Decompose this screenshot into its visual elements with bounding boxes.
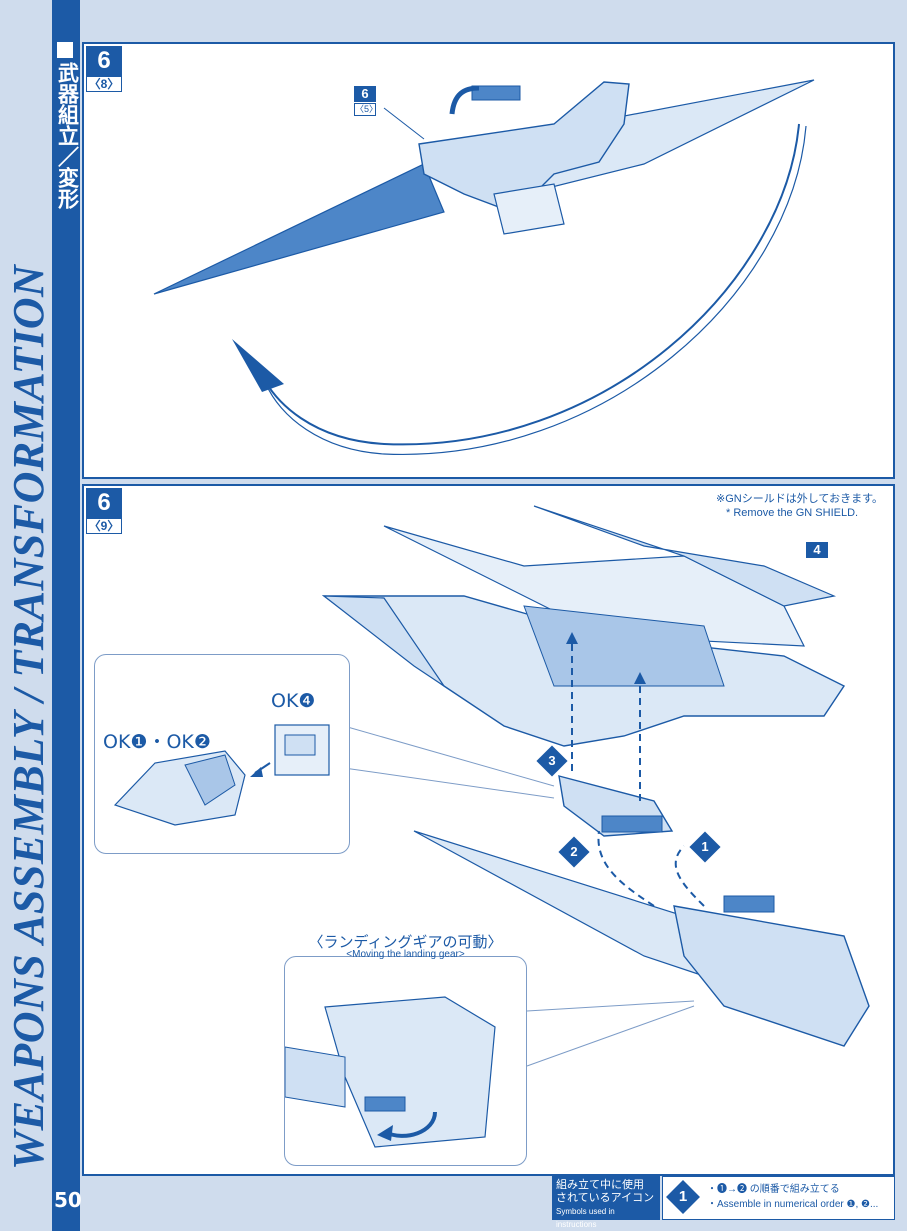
sword-hilt <box>418 81 630 210</box>
landing-gear-title-jp: 〈ランディングギアの可動〉 <box>308 934 503 951</box>
legend-label-en: Symbols used in instructions <box>556 1207 615 1229</box>
legend-icon-number: 1 <box>678 1188 688 1205</box>
square-icon <box>57 42 73 58</box>
shield-note: ※GNシールドは外しておきます。 * Remove the GN SHIELD. <box>716 492 883 520</box>
arrow-head-icon <box>232 339 284 392</box>
legend-label-jp-1: 組み立て中に使用 <box>556 1179 644 1191</box>
order-badge-2-text: 2 <box>570 844 578 859</box>
step-subnumber: 〈9〉 <box>86 518 122 534</box>
step-badge: 6 〈8〉 <box>86 46 122 92</box>
step-badge: 6 〈9〉 <box>86 488 122 534</box>
legend-label: 組み立て中に使用 されているアイコン Symbols used in instr… <box>552 1176 660 1229</box>
order-badge-1-text: 1 <box>701 839 709 854</box>
sword-blade-lower <box>153 163 445 295</box>
landing-gear-slot <box>601 815 663 833</box>
hilt-grip <box>471 85 521 101</box>
sword-grip <box>723 895 775 913</box>
section-title-jp: 武器組立／変形 <box>54 40 80 214</box>
legend-desc-jp: ・❶→❷ の順番で組み立てる <box>707 1184 840 1195</box>
part-ref-sub: 〈5〉 <box>354 103 379 116</box>
part-ref-number: 6 <box>354 86 376 102</box>
landing-gear-callout: 〈ランディングギアの可動〉 <Moving the landing gear> <box>284 934 527 1166</box>
rotate-arrow-small <box>449 85 480 115</box>
order-badge-3: 3 <box>536 745 568 777</box>
step-number: 6 <box>86 488 122 518</box>
legend-entry: 1 ・❶→❷ の順番で組み立てる ・Assemble in numerical … <box>662 1176 895 1220</box>
hilt-base <box>493 183 565 235</box>
step-number: 6 <box>86 46 122 76</box>
landing-gear-title-en: <Moving the landing gear> <box>346 949 465 960</box>
sidebar-band <box>52 0 80 1231</box>
page-number: 50 <box>54 1188 82 1212</box>
order-number-icon: 1 <box>666 1180 700 1214</box>
legend-label-jp-2: されているアイコン <box>556 1192 655 1204</box>
sidebar: 武器組立／変形 WEAPONS ASSEMBLY / TRANSFORMATIO… <box>0 0 82 1231</box>
step-subnumber: 〈8〉 <box>86 76 122 92</box>
legend-description: ・❶→❷ の順番で組み立てる ・Assemble in numerical or… <box>707 1182 878 1212</box>
dashed-arrow-path-2 <box>597 830 655 907</box>
section-title-jp-text: 武器組立／変形 <box>55 62 80 209</box>
shield-note-jp: ※GNシールドは外しておきます。 <box>716 493 883 505</box>
ok-callout: OK❶・OK❷ OK❹ <box>94 654 350 854</box>
vehicle-right-wing <box>533 505 837 607</box>
step-panel-9: 6 〈9〉 ※GNシールドは外しておきます。 * Remove the GN S… <box>82 484 895 1176</box>
order-badge-3-text: 3 <box>548 753 556 768</box>
ok-callout-illustration <box>113 724 330 826</box>
vehicle-left-wing <box>322 595 445 687</box>
step-panel-8: 6 〈8〉 6 〈5〉 <box>82 42 895 479</box>
order-badge-1: 1 <box>689 831 721 863</box>
rotate-arrow-large <box>258 123 800 446</box>
sword-hilt <box>673 905 870 1047</box>
shield-note-en: * Remove the GN SHIELD. <box>726 507 859 519</box>
sword-rotation-illustration <box>153 79 815 455</box>
landing-gear-illustration <box>321 505 870 1067</box>
ok-label-b: OK❹ <box>271 690 316 712</box>
icon-legend: 組み立て中に使用 されているアイコン Symbols used in instr… <box>552 1176 895 1229</box>
part-ref-number: 4 <box>806 542 828 558</box>
legend-desc-en: ・Assemble in numerical order ❶, ❷... <box>707 1199 879 1210</box>
order-badge-2: 2 <box>558 836 590 868</box>
vehicle-hull-detail <box>523 605 725 687</box>
section-title-en-text: WEAPONS ASSEMBLY / TRANSFORMATION <box>4 264 53 1170</box>
ok-label-a: OK❶・OK❷ <box>103 731 211 753</box>
landing-gear-detail-illustration <box>285 996 496 1148</box>
dashed-arrow-path-1 <box>674 845 705 907</box>
